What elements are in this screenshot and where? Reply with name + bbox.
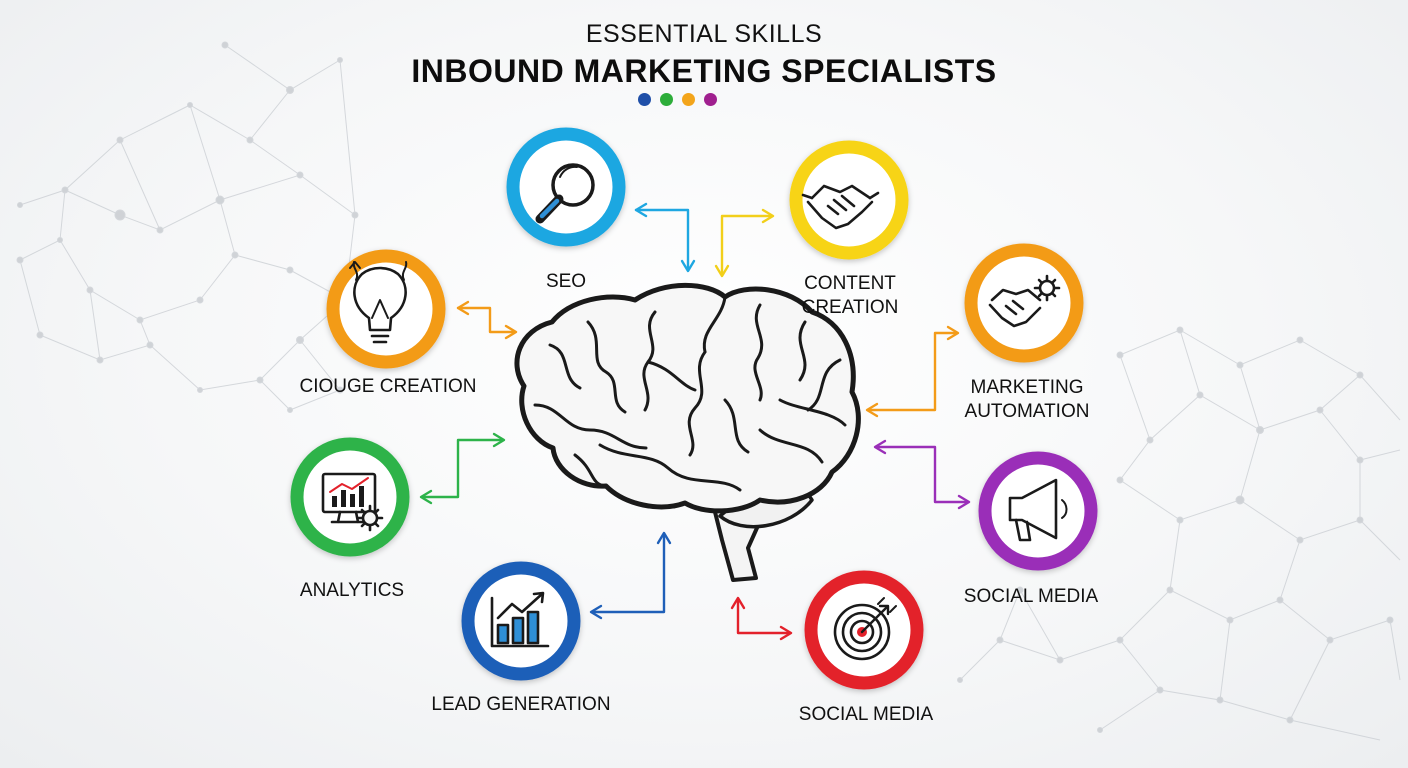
node-icons (321, 163, 1068, 661)
node-social-media-right (978, 451, 1098, 571)
magnifier-icon (535, 163, 595, 224)
connector-content-creation (714, 208, 775, 278)
node-ring (789, 140, 909, 260)
connector-arrows (419, 202, 971, 641)
connector-social-media-right (873, 439, 971, 510)
megaphone-icon (1008, 478, 1068, 542)
node-marketing-automation (964, 243, 1084, 363)
node-content-creation (789, 140, 909, 260)
label-social-media-right: SOCIAL MEDIA (963, 586, 1099, 607)
node-ciouge-creation (326, 249, 446, 369)
connector-ciouge-creation (456, 300, 518, 340)
brain-icon (514, 282, 861, 582)
connector-analytics (419, 432, 506, 505)
handshake-gear-icon (988, 274, 1061, 328)
decoration-dot (660, 93, 673, 106)
label-ciouge-creation: CIOUGE CREATION (299, 376, 477, 397)
connector-marketing-automation (865, 325, 960, 418)
label-seo: SEO (545, 271, 587, 292)
label-analytics: ANALYTICS (299, 580, 405, 601)
label-social-media-bottom: SOCIAL MEDIA (798, 704, 934, 725)
decoration-dot (682, 93, 695, 106)
decoration-dot (704, 93, 717, 106)
title-decoration-dots (638, 93, 717, 106)
title-line-2: INBOUND MARKETING SPECIALISTS (411, 53, 997, 89)
connector-lead-generation (589, 531, 672, 620)
node-ring (964, 243, 1084, 363)
bar-chart-icon (490, 591, 550, 648)
handshake-icon (801, 184, 880, 230)
node-seo (506, 127, 626, 247)
title-line-1: ESSENTIAL SKILLS (585, 20, 823, 48)
connector-social-media-bottom (730, 596, 793, 641)
connector-seo (634, 202, 696, 273)
network-decoration-left (16, 41, 359, 413)
node-ring (978, 451, 1098, 571)
decoration-dot (638, 93, 651, 106)
node-ring (326, 249, 446, 369)
label-marketing-automation: MARKETING AUTOMATION (964, 377, 1090, 422)
label-content-creation: CONTENT CREATION (801, 273, 899, 318)
network-decoration-right (957, 326, 1401, 741)
node-ring (506, 127, 626, 247)
lightbulb-icon (349, 261, 408, 344)
analytics-monitor-icon (321, 472, 384, 532)
target-icon (833, 597, 897, 661)
label-lead-generation: LEAD GENERATION (431, 694, 611, 715)
